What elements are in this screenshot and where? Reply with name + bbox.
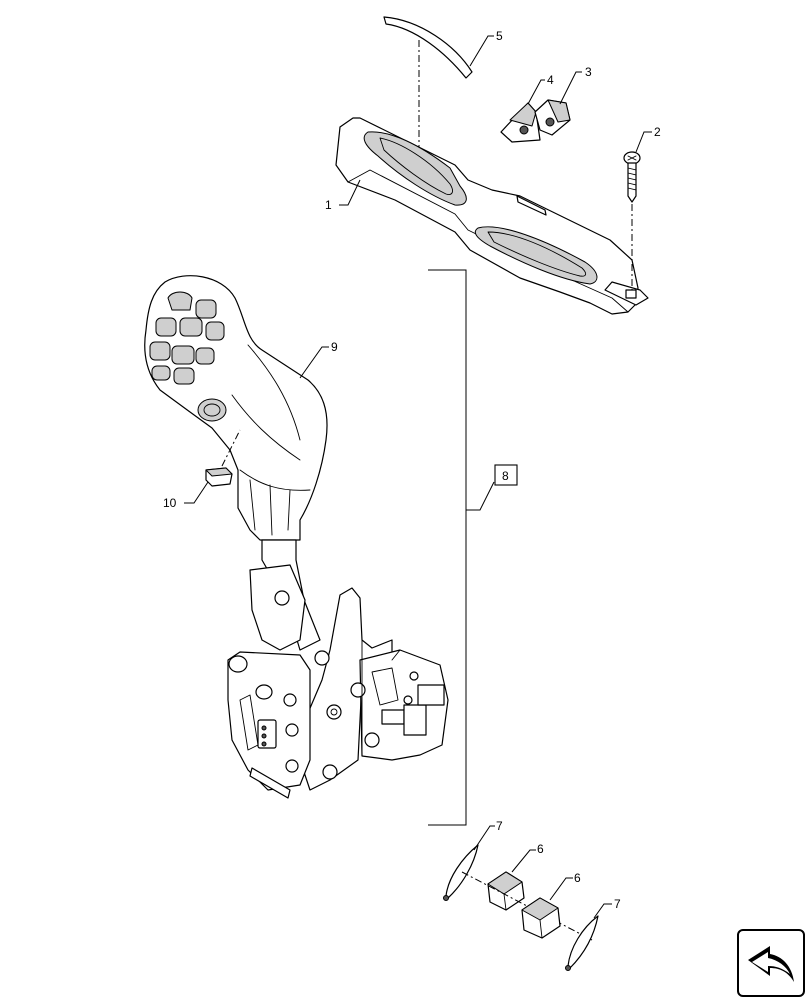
callout-3: 3 [585,65,592,79]
leader-6b [549,877,573,901]
callout-7-upper: 7 [496,819,503,833]
callout-2: 2 [654,125,661,139]
leader-1 [339,179,361,206]
callout-9: 9 [331,340,338,354]
callout-box-8 [494,464,518,486]
leader-8 [466,481,495,511]
leader-6a [511,849,536,873]
callout-6-upper: 6 [537,842,544,856]
part-6-bushing-lower [521,897,561,939]
part-7-pin-lower [565,915,599,971]
assembly-bracket [428,269,467,826]
leader-2 [635,131,652,153]
part-3-knob [534,99,571,136]
joystick-mechanism [227,539,449,799]
callout-8: 8 [502,469,509,483]
centerline-10 [221,429,241,467]
callout-1: 1 [325,198,332,212]
part-6-bushing-upper [487,871,525,911]
leader-4 [527,79,545,105]
leader-3 [559,71,582,105]
part-2-screw [623,151,641,203]
callout-6-lower: 6 [574,871,581,885]
part-4-knob [500,102,541,143]
part-9-joystick [144,275,328,541]
part-1-armrest [335,117,649,315]
leader-10 [184,481,209,504]
next-arrow-icon[interactable] [737,929,805,997]
callout-4: 4 [547,73,554,87]
part-5-grip-strip [383,16,473,79]
callout-7-lower: 7 [614,897,621,911]
leader-7b [593,903,612,919]
part-7-pin-upper [443,844,479,901]
leader-9 [299,346,329,379]
part-10-cap [205,467,233,487]
leader-5 [469,35,494,67]
callout-10: 10 [163,496,177,510]
leader-7a [473,825,495,851]
callout-5: 5 [496,29,503,43]
centerline-6 [461,871,593,941]
